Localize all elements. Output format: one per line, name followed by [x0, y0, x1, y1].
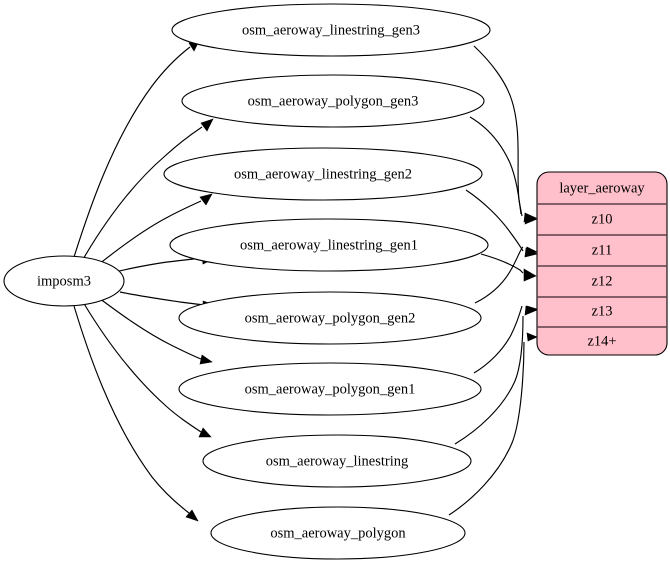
layer-row-z12[interactable]: z12	[592, 273, 613, 289]
node-shape[interactable]	[169, 218, 489, 272]
edge-imposm3-to-linestring-gen3	[73, 38, 201, 258]
layer-row-z14plus[interactable]: z14+	[587, 333, 616, 349]
node-shape[interactable]	[163, 147, 483, 201]
edge-polygon-gen3-to-z10	[469, 116, 537, 223]
edge-linestring-gen1-to-z12	[480, 253, 537, 282]
node-label: osm_aeroway_linestring	[266, 453, 409, 469]
node-label: osm_aeroway_polygon_gen1	[245, 381, 416, 397]
node-osm-aeroway-polygon[interactable]: osm_aeroway_polygon	[210, 506, 466, 560]
node-osm-aeroway-polygon-gen1[interactable]: osm_aeroway_polygon_gen1	[178, 362, 482, 416]
node-shape[interactable]	[202, 434, 472, 488]
node-osm-aeroway-linestring-gen3[interactable]: osm_aeroway_linestring_gen3	[171, 3, 491, 57]
node-shape[interactable]	[178, 362, 482, 416]
node-osm-aeroway-linestring-gen2[interactable]: osm_aeroway_linestring_gen2	[163, 147, 483, 201]
node-label: osm_aeroway_polygon	[270, 525, 406, 541]
layer-table-header: layer_aeroway	[559, 180, 645, 196]
edge-imposm3-to-polygon	[73, 305, 199, 522]
edge-linestring-gen3-to-z10	[473, 45, 538, 225]
node-osm-aeroway-polygon-gen2[interactable]: osm_aeroway_polygon_gen2	[178, 291, 482, 345]
edge-group-tables-to-layer	[448, 45, 538, 516]
node-label: osm_aeroway_linestring_gen2	[234, 166, 412, 182]
edge-linestring-to-z13	[454, 305, 538, 445]
edge-imposm3-to-polygon-gen1	[98, 297, 213, 365]
layer-row-z10[interactable]: z10	[592, 211, 613, 227]
node-shape[interactable]	[210, 506, 466, 560]
node-osm-aeroway-linestring-gen1[interactable]: osm_aeroway_linestring_gen1	[169, 218, 489, 272]
layer-table-body[interactable]	[536, 171, 668, 356]
layer-row-z13[interactable]: z13	[592, 303, 613, 319]
layer-row-z11[interactable]: z11	[592, 242, 612, 258]
node-imposm3[interactable]: imposm3	[3, 255, 125, 307]
node-shape[interactable]	[171, 3, 491, 57]
edge-polygon-to-z14	[448, 332, 538, 516]
layer-aeroway-table[interactable]: layer_aeroway z10 z11 z12 z13 z14+	[536, 171, 668, 356]
edge-imposm3-to-linestring-gen2	[97, 193, 213, 266]
node-imposm3-label: imposm3	[37, 273, 91, 289]
node-imposm3-shape[interactable]	[3, 255, 125, 307]
node-osm-aeroway-linestring[interactable]: osm_aeroway_linestring	[202, 434, 472, 488]
node-shape[interactable]	[178, 291, 482, 345]
node-label: osm_aeroway_polygon_gen2	[245, 310, 416, 326]
node-osm-aeroway-polygon-gen3[interactable]: osm_aeroway_polygon_gen3	[181, 74, 485, 128]
node-label: osm_aeroway_polygon_gen3	[248, 93, 419, 109]
node-label: osm_aeroway_linestring_gen3	[242, 22, 420, 38]
edge-imposm3-to-linestring	[82, 301, 212, 438]
node-shape[interactable]	[181, 74, 485, 128]
edge-imposm3-to-polygon-gen3	[81, 118, 214, 262]
edge-polygon-gen2-to-z11	[474, 246, 538, 304]
node-label: osm_aeroway_linestring_gen1	[240, 237, 418, 253]
